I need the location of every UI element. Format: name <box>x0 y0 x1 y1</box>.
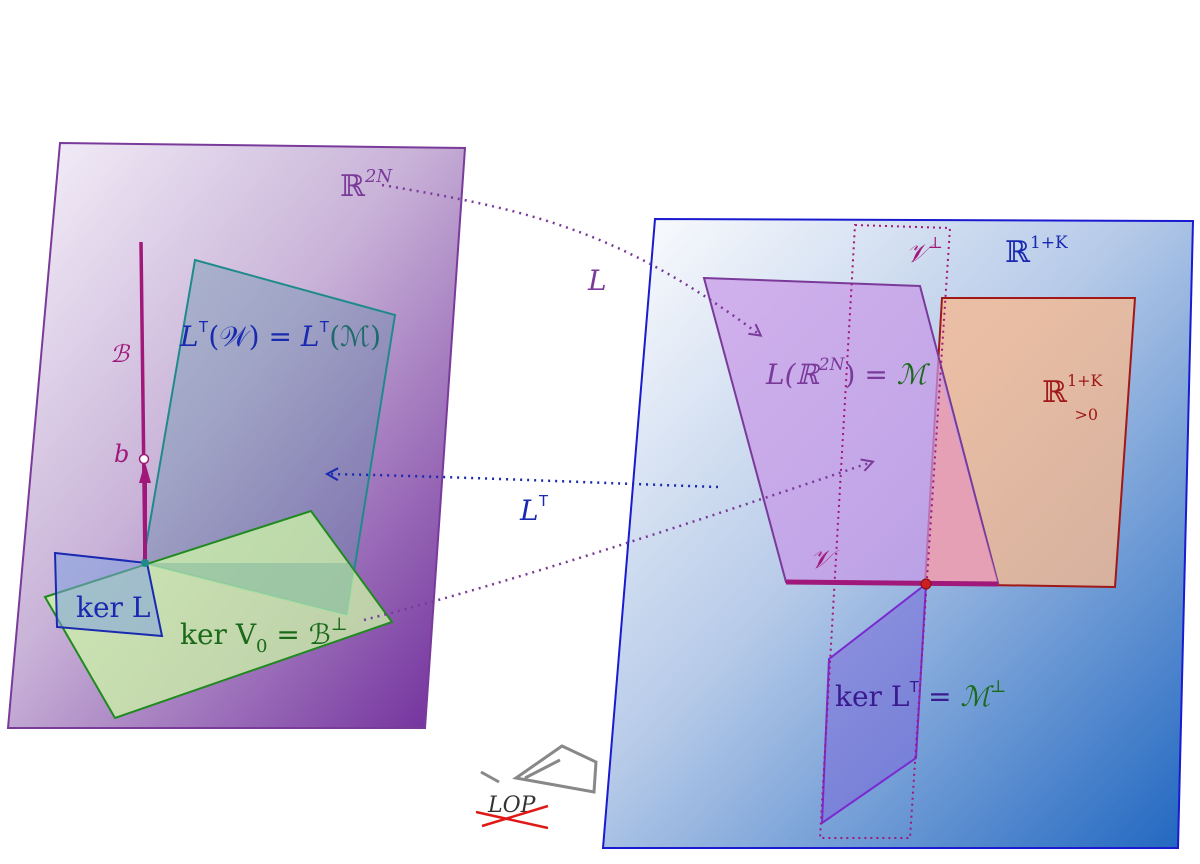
origin-left-dot <box>141 559 149 567</box>
label-lt-map: LT <box>519 493 549 527</box>
violet-plane-ker-lt <box>820 581 928 825</box>
b-arrowhead <box>139 462 151 483</box>
label-ker-lt: ker LT = ℳ⊥ <box>835 677 1006 713</box>
arrow-l-map <box>381 183 760 335</box>
lop-text: LOP <box>487 793 537 818</box>
label-ker-v0: ker V0 = ℬ⊥ <box>180 614 348 657</box>
lop-strike-2 <box>481 804 549 828</box>
green-plane-ker-v0 <box>43 509 394 720</box>
origin-right-dot <box>920 578 932 590</box>
label-r1k-positive: ℝ1+K>0 <box>1042 371 1104 424</box>
label-b-space: ℬ <box>110 340 131 368</box>
label-l-map: L <box>587 264 607 297</box>
b-point-marker <box>138 453 150 465</box>
arrow-lt-map <box>328 474 719 489</box>
v-space-line <box>785 579 999 587</box>
arrow-ker-v0-to-m <box>363 462 872 622</box>
label-l-r2n-m: L(ℝ2N) = ℳ <box>765 355 931 391</box>
blue-plane-ker-l <box>53 551 164 638</box>
label-ker-l: ker L <box>76 591 150 624</box>
label-lt-w: LT(𝒲) = LT(ℳ) <box>179 319 381 353</box>
overlap-m-orthant <box>926 380 998 584</box>
label-r1k: ℝ1+K <box>1005 233 1068 270</box>
label-r2n: ℝ2N <box>340 166 393 204</box>
lop-icon <box>480 744 598 794</box>
lop-strike-1 <box>475 810 549 830</box>
label-b-point: b <box>114 440 129 468</box>
teal-plane-overlap <box>143 563 355 615</box>
